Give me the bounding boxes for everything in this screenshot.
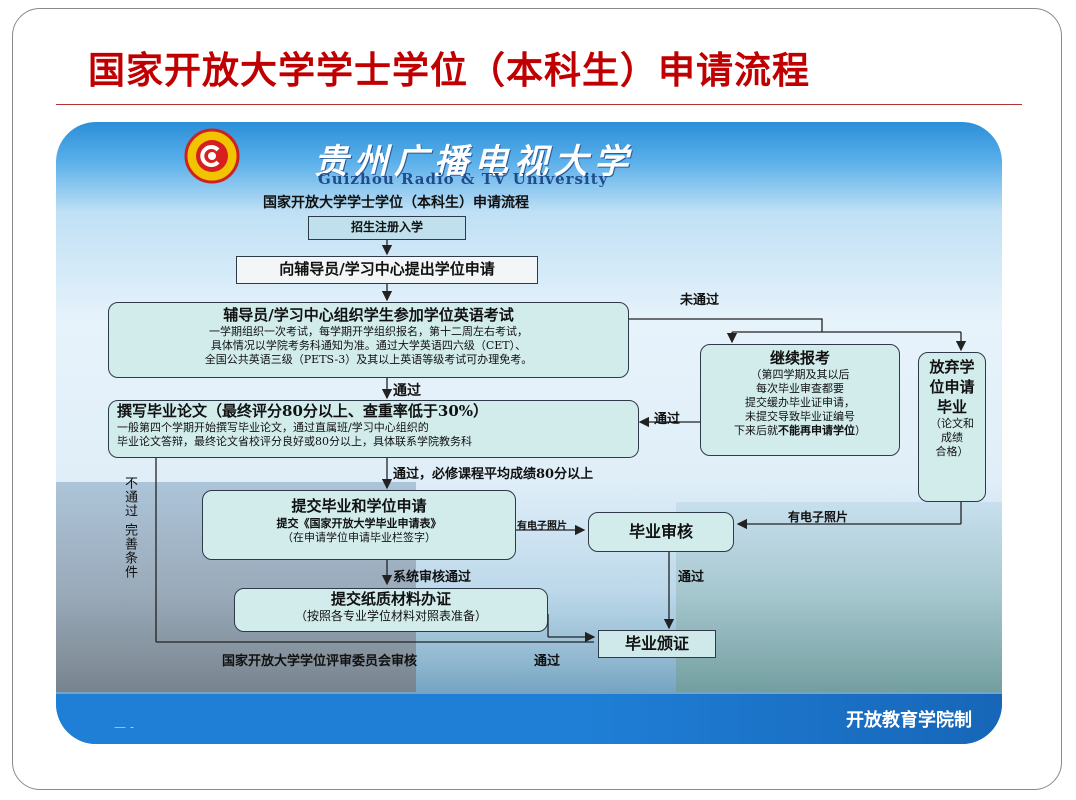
abandon-line1: （论文和 xyxy=(930,417,974,430)
step-thesis: 撰写毕业论文（最终评分80分以上、查重率低于30%） 一般第四个学期开始撰写毕业… xyxy=(108,400,639,458)
slide-title: 国家开放大学学士学位（本科生）申请流程 xyxy=(88,48,810,92)
label-passed-exam: 通过 xyxy=(393,383,421,399)
continue-line5b: 不能再申请学位 xyxy=(778,424,855,437)
submit-line2: （在申请学位申请毕业栏签字） xyxy=(282,531,436,544)
step-apply: 向辅导员/学习中心提出学位申请 xyxy=(236,256,538,284)
continue-line4: 未提交导致毕业证编号 xyxy=(745,410,855,423)
submit-line1: 提交《国家开放大学毕业申请表》 xyxy=(276,517,442,530)
title-divider xyxy=(56,104,1022,105)
step-continue-exam: 继续报考 （第四学期及其以后 每次毕业审查都要 提交缓办毕业证申请， 未提交导致… xyxy=(700,344,900,456)
step-certificate: 毕业颁证 xyxy=(598,630,716,658)
footer-text: 开放教育学院制 xyxy=(846,710,972,731)
continue-line5c: ） xyxy=(855,424,866,437)
continue-line5: 下来后就不能再申请学位） xyxy=(701,424,899,438)
continue-line1: （第四学期及其以后 xyxy=(750,368,850,381)
label-photo-left: 有电子照片 xyxy=(517,521,567,532)
exam-line2: 具体情况以学院考务科通知为准。通过大学英语四六级（CET）、 xyxy=(210,339,527,352)
step-enroll: 招生注册入学 xyxy=(308,216,466,240)
continue-title: 继续报考 xyxy=(769,349,830,367)
university-name-en: Guizhou Radio & TV University xyxy=(318,170,609,188)
thesis-line1: 一般第四个学期开始撰写毕业论文，通过直属班/学习中心组织的 xyxy=(117,421,429,434)
abandon-line2: 成绩 xyxy=(941,431,963,444)
step-graduation-review: 毕业审核 xyxy=(588,512,734,552)
exam-line3: 全国公共英语三级（PETS-3）及其以上英语等级考试可办理免考。 xyxy=(204,353,533,366)
label-photo-right: 有电子照片 xyxy=(788,510,849,524)
exam-title: 辅导员/学习中心组织学生参加学位英语考试 xyxy=(223,306,514,324)
continue-line3: 提交缓办毕业证申请， xyxy=(745,396,855,409)
flow-inner-title: 国家开放大学学士学位（本科生）申请流程 xyxy=(263,195,529,211)
step-paper-materials: 提交纸质材料办证 （按照各专业学位材料对照表准备） xyxy=(234,588,548,632)
label-review-passed: 通过 xyxy=(678,570,705,585)
label-passed-continue: 通过 xyxy=(654,412,681,427)
label-committee-passed: 通过 xyxy=(534,654,561,669)
abandon-title: 放弃学位申请毕业 xyxy=(929,358,975,416)
footer-dash: — - xyxy=(114,720,134,734)
step-english-exam: 辅导员/学习中心组织学生参加学位英语考试 一学期组织一次考试，每学期开学组织报名… xyxy=(108,302,629,378)
label-failed: 未通过 xyxy=(680,293,720,308)
flowchart-image: — - 开放教育学院制 贵州广播电视大学 Guizhou Radio & TV … xyxy=(56,122,1002,744)
label-passed-course: 通过，必修课程平均成绩80分以上 xyxy=(393,467,594,482)
label-system-passed: 系统审核通过 xyxy=(393,570,472,585)
label-not-passed-improve: 不通过 完善条件 xyxy=(122,476,137,580)
step-submit-application: 提交毕业和学位申请 提交《国家开放大学毕业申请表》 （在申请学位申请毕业栏签字） xyxy=(202,490,516,560)
label-committee: 国家开放大学学位评审委员会审核 xyxy=(222,654,418,669)
paper-title: 提交纸质材料办证 xyxy=(330,590,451,608)
footer-band xyxy=(56,694,1002,744)
university-name: 贵州广播电视大学 xyxy=(314,142,634,182)
submit-title: 提交毕业和学位申请 xyxy=(291,497,427,515)
thesis-title: 撰写毕业论文（最终评分80分以上、查重率低于30%） xyxy=(117,402,489,420)
step-abandon-degree: 放弃学位申请毕业 （论文和 成绩 合格） xyxy=(918,352,986,502)
paper-line1: （按照各专业学位材料对照表准备） xyxy=(294,609,487,623)
exam-line1: 一学期组织一次考试，每学期开学组织报名，第十二周左右考试， xyxy=(209,325,528,338)
thesis-line2: 毕业论文答辩，最终论文省校评分良好或80分以上，具体联系学院教务科 xyxy=(117,435,472,448)
continue-line5a: 下来后就 xyxy=(734,424,778,437)
abandon-line3: 合格） xyxy=(935,445,969,458)
continue-line2: 每次毕业审查都要 xyxy=(756,382,844,395)
university-logo xyxy=(184,128,240,184)
flow-arrows xyxy=(150,240,967,643)
